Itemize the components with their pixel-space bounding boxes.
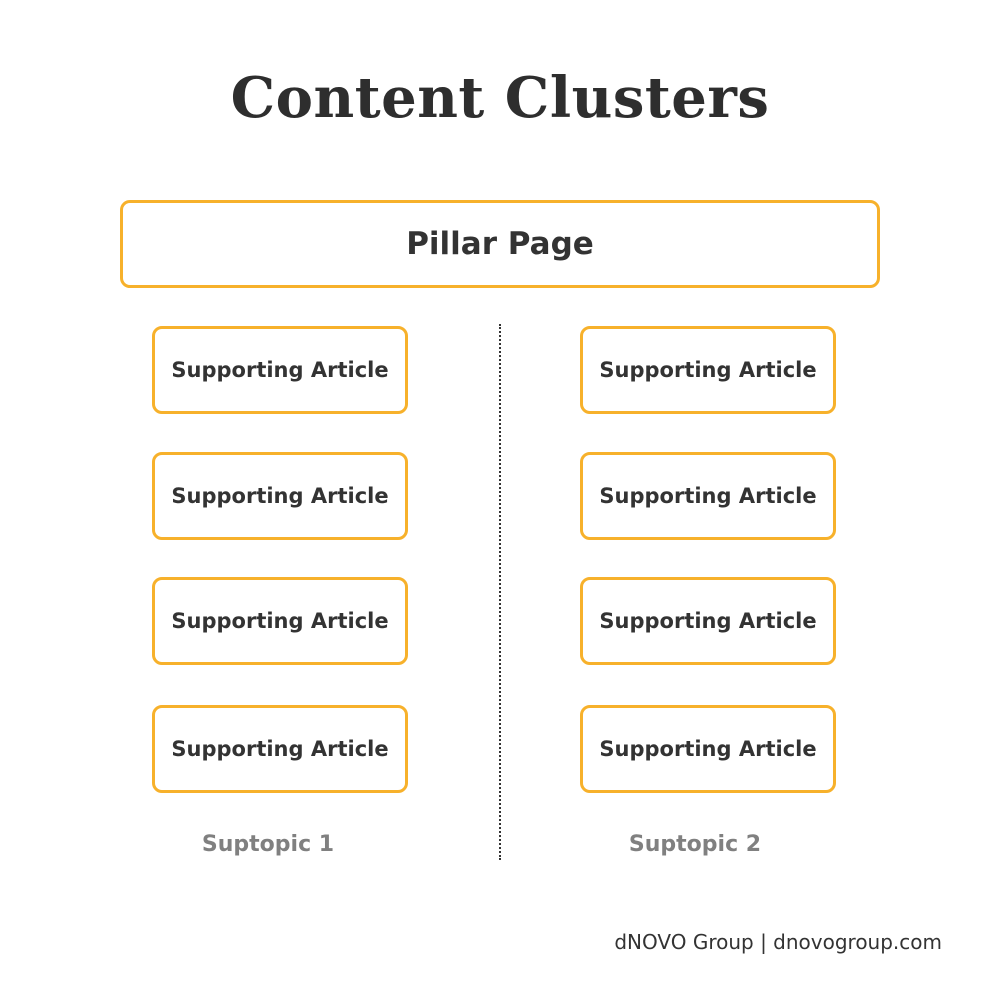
column-divider	[499, 324, 501, 860]
supporting-article-box: Supporting Article	[580, 705, 836, 793]
supporting-article-box: Supporting Article	[152, 452, 408, 540]
diagram-title: Content Clusters	[230, 65, 770, 131]
supporting-article-box: Supporting Article	[152, 705, 408, 793]
supporting-article-box: Supporting Article	[580, 452, 836, 540]
footer-credit: dNOVO Group | dnovogroup.com	[614, 930, 942, 954]
supporting-article-box: Supporting Article	[152, 326, 408, 414]
subtopic-label-1: Suptopic 1	[201, 832, 335, 857]
supporting-article-box: Supporting Article	[152, 577, 408, 665]
supporting-article-box: Supporting Article	[580, 326, 836, 414]
subtopic-label-2: Suptopic 2	[628, 832, 762, 857]
supporting-article-box: Supporting Article	[580, 577, 836, 665]
pillar-page-box: Pillar Page	[120, 200, 880, 288]
